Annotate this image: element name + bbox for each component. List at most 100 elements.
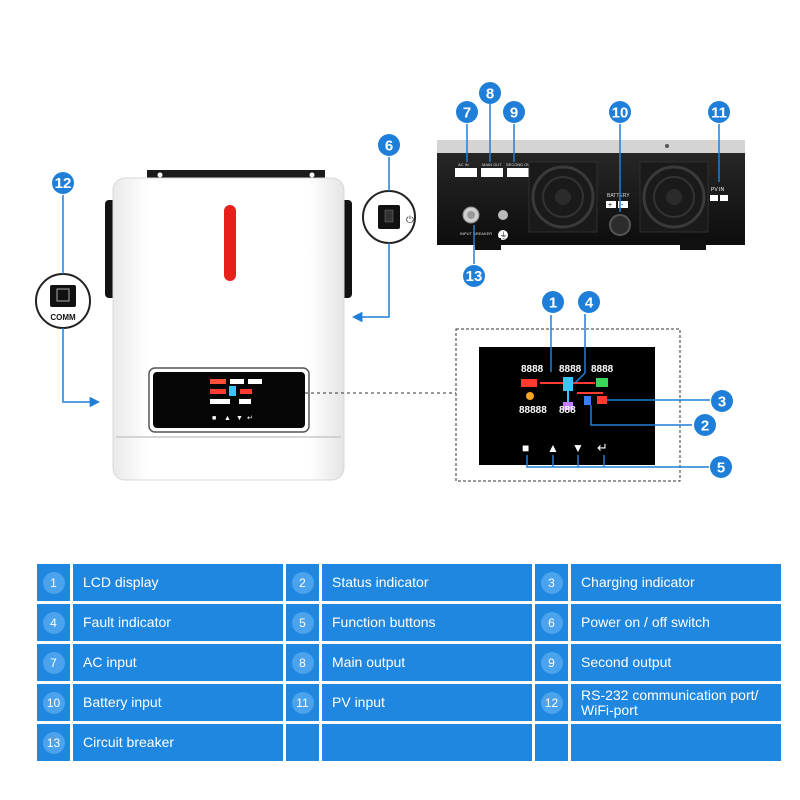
function-button-up[interactable]: ▲ (547, 441, 559, 455)
charging-indicator-icon (597, 396, 607, 404)
callout-badge-1: 1 (542, 291, 564, 313)
callout-badge-12: 12 (52, 172, 74, 194)
function-button-down[interactable]: ▼ (572, 441, 584, 455)
legend-number-cell: 1 (37, 564, 70, 601)
callout-badge-8: 8 (479, 82, 501, 104)
legend-label: Main output (322, 644, 532, 681)
legend-row: 13 Circuit breaker (37, 724, 781, 761)
svg-text:88888: 88888 (519, 405, 547, 416)
inverter-diagram: ■ ▲ ▼ ↵ AC IN MAIN OUT SECOND OUT INPUT … (35, 82, 745, 482)
legend-label: Second output (571, 644, 781, 681)
legend-label (571, 724, 781, 761)
function-button-enter[interactable]: ↵ (597, 440, 608, 455)
ac-in-terminal: AC IN (455, 162, 477, 177)
svg-text:1: 1 (549, 295, 557, 312)
svg-text:11: 11 (711, 105, 727, 122)
legend-number-cell (286, 724, 319, 761)
legend-row: 7 AC input 8 Main output 9 Second output (37, 644, 781, 681)
svg-text:⏚: ⏚ (500, 231, 508, 240)
legend-number: 6 (540, 611, 563, 634)
legend-label: LCD display (73, 564, 283, 601)
cooling-fan-left (528, 161, 598, 233)
svg-text:7: 7 (463, 105, 471, 122)
svg-text:▲: ▲ (224, 415, 231, 422)
legend-label: Fault indicator (73, 604, 283, 641)
callout-badge-13: 13 (463, 265, 485, 287)
legend-number: 5 (291, 611, 314, 634)
svg-text:8888: 8888 (521, 364, 544, 375)
legend-number-cell: 8 (286, 644, 319, 681)
legend-label: PV input (322, 684, 532, 721)
status-indicator-icon (584, 396, 591, 405)
svg-text:PV IN: PV IN (711, 187, 724, 193)
callout-badge-9: 9 (503, 101, 525, 123)
rear-top-cap (437, 140, 745, 153)
svg-text:-: - (621, 202, 624, 209)
svg-text:8: 8 (486, 86, 494, 103)
legend-number: 13 (42, 731, 65, 754)
legend-number: 3 (540, 571, 563, 594)
legend-label: Function buttons (322, 604, 532, 641)
callout-badge-11: 11 (708, 101, 730, 123)
callout-badge-7: 7 (456, 101, 478, 123)
svg-text:↵: ↵ (247, 415, 253, 422)
legend-number-cell: 3 (535, 564, 568, 601)
svg-text:5: 5 (717, 460, 725, 477)
svg-text:■: ■ (212, 415, 216, 422)
callout-badge-3: 3 (711, 390, 733, 412)
legend-label: Power on / off switch (571, 604, 781, 641)
battery-input-terminal: BATTERY + - (606, 193, 631, 236)
callout-badge-10: 10 (609, 101, 631, 123)
legend-number: 10 (42, 691, 65, 714)
comm-label: COMM (50, 313, 76, 322)
legend-number: 2 (291, 571, 314, 594)
legend-label (322, 724, 532, 761)
legend-number-cell: 12 (535, 684, 568, 721)
legend-number-cell: 2 (286, 564, 319, 601)
svg-text:AC IN: AC IN (458, 162, 469, 167)
svg-text:9: 9 (510, 105, 518, 122)
legend-number: 11 (291, 691, 314, 714)
svg-text:BATTERY: BATTERY (607, 193, 630, 199)
comm-port-icon (56, 288, 70, 302)
svg-text:3: 3 (718, 394, 726, 411)
legend-number-cell (535, 724, 568, 761)
main-out-terminal: MAIN OUT (481, 162, 503, 177)
function-button-menu[interactable]: ■ (522, 441, 529, 455)
callout-badge-6: 6 (378, 134, 400, 156)
legend-number: 7 (42, 651, 65, 674)
inverter-front: ■ ▲ ▼ ↵ (105, 170, 352, 481)
svg-text:8888: 8888 (591, 364, 614, 375)
svg-text:4: 4 (585, 295, 594, 312)
legend-label: Charging indicator (571, 564, 781, 601)
callout-badge-2: 2 (694, 414, 716, 436)
power-switch-callout: ⏻ (362, 190, 416, 244)
comm-port-callout: COMM (35, 273, 91, 329)
legend-number: 4 (42, 611, 65, 634)
svg-text:888: 888 (559, 405, 576, 416)
legend-number-cell: 13 (37, 724, 70, 761)
svg-text:8888: 8888 (559, 364, 582, 375)
svg-text:10: 10 (612, 105, 629, 122)
legend-label: Circuit breaker (73, 724, 283, 761)
legend-number: 1 (42, 571, 65, 594)
second-out-terminal: SECOND OUT (506, 162, 533, 177)
svg-text:SECOND OUT: SECOND OUT (506, 162, 533, 167)
cooling-fan-right (639, 161, 709, 233)
inverter-rear: AC IN MAIN OUT SECOND OUT INPUT BREAKER … (437, 140, 745, 250)
top-bracket (147, 170, 325, 180)
svg-text:12: 12 (55, 175, 72, 192)
legend-number-cell: 10 (37, 684, 70, 721)
legend-label: AC input (73, 644, 283, 681)
callout-badge-4: 4 (578, 291, 600, 313)
legend-number: 8 (291, 651, 314, 674)
legend-label: Status indicator (322, 564, 532, 601)
legend-number-cell: 7 (37, 644, 70, 681)
legend-row: 10 Battery input 11 PV input 12 RS-232 c… (37, 684, 781, 721)
status-light-bar (224, 205, 236, 281)
svg-text:⏻: ⏻ (406, 215, 414, 226)
legend-number-cell: 6 (535, 604, 568, 641)
legend-number-cell: 5 (286, 604, 319, 641)
component-legend: 1 LCD display 2 Status indicator 3 Charg… (34, 561, 784, 764)
callout-badge-5: 5 (710, 456, 732, 478)
